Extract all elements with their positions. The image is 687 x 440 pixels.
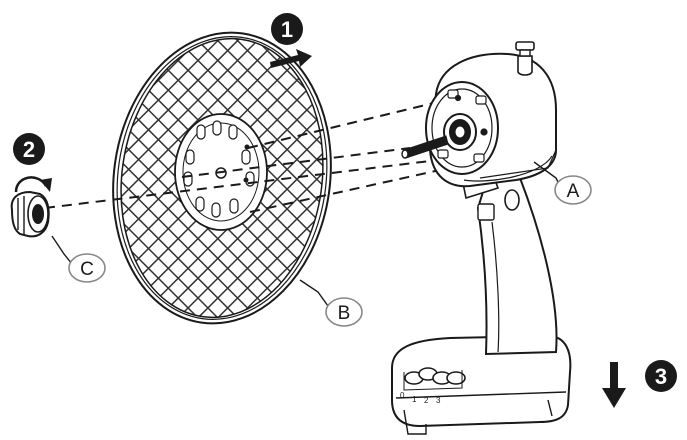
alignment-lines (44, 101, 441, 213)
speed-mark-1: 1 (412, 395, 417, 404)
press-down-arrow (602, 362, 626, 408)
callout-c: C (68, 253, 106, 283)
step-1-badge: 1 (271, 13, 303, 45)
push-arrow (270, 49, 312, 68)
callout-a: A (554, 175, 592, 205)
step-3-badge: 3 (645, 360, 677, 392)
callout-c-label: C (80, 259, 94, 280)
speed-mark-2: 2 (424, 396, 429, 405)
spinner-nut (10, 190, 50, 238)
speed-mark-0: 0 (400, 391, 405, 400)
speed-marks: 0 1 2 3 (400, 391, 441, 405)
motor-stand-assembly (391, 41, 572, 435)
step-1-number: 1 (281, 17, 293, 42)
callout-b-label: B (338, 303, 351, 324)
step-3-number: 3 (655, 364, 667, 389)
rotate-arrow (14, 176, 52, 193)
speed-mark-3: 3 (436, 396, 441, 405)
rear-grill (103, 25, 340, 331)
callout-a-label: A (567, 181, 580, 202)
callout-b: B (325, 297, 363, 327)
speed-buttons (403, 367, 466, 391)
step-2-badge: 2 (13, 133, 45, 165)
step-2-number: 2 (23, 137, 35, 162)
